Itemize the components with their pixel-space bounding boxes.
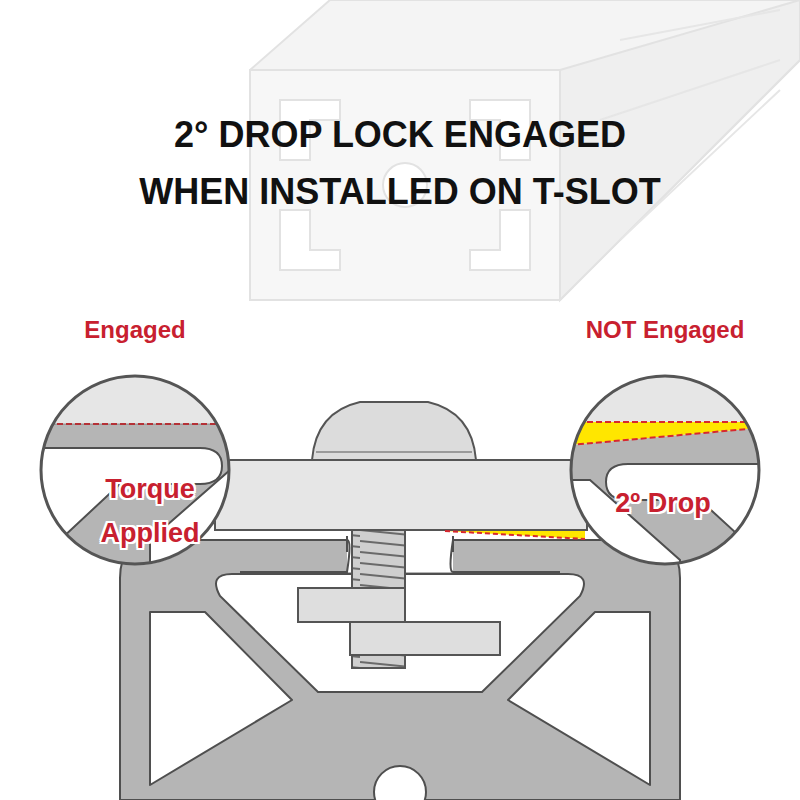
zoom-lip <box>560 426 780 584</box>
bolt-head-edge <box>316 451 472 453</box>
circle-border <box>41 376 229 564</box>
callout-label: Torque Applied <box>78 467 222 555</box>
circle-border <box>571 376 759 564</box>
zoom-not-engaged <box>560 360 780 584</box>
void-left <box>150 612 292 785</box>
button-head-bolt <box>312 402 476 460</box>
callout-label: 2º Drop <box>588 481 738 525</box>
zoom-lip <box>30 424 250 584</box>
drop-gap <box>445 531 585 539</box>
core-hole <box>374 766 426 800</box>
slot-cavity <box>216 574 584 692</box>
zoom-plate <box>30 360 250 424</box>
void-right <box>508 612 650 785</box>
zoom-plate <box>560 360 780 422</box>
zoom-drop-line <box>560 426 780 446</box>
title: 2° DROP LOCK ENGAGED WHEN INSTALLED ON T… <box>60 106 740 220</box>
circle-outline <box>570 375 760 565</box>
tnut-upper <box>298 588 405 622</box>
tnut-lower <box>350 622 500 655</box>
callout-heading: Engaged <box>0 315 270 345</box>
zoom-engaged <box>30 360 250 584</box>
drop-line <box>445 531 585 539</box>
callout-circle: EngagedTorque Applied <box>40 375 230 565</box>
panel-plate <box>215 460 587 530</box>
callout-circle: NOT Engaged2º Drop <box>570 375 760 565</box>
callout-heading: NOT Engaged <box>530 315 800 345</box>
